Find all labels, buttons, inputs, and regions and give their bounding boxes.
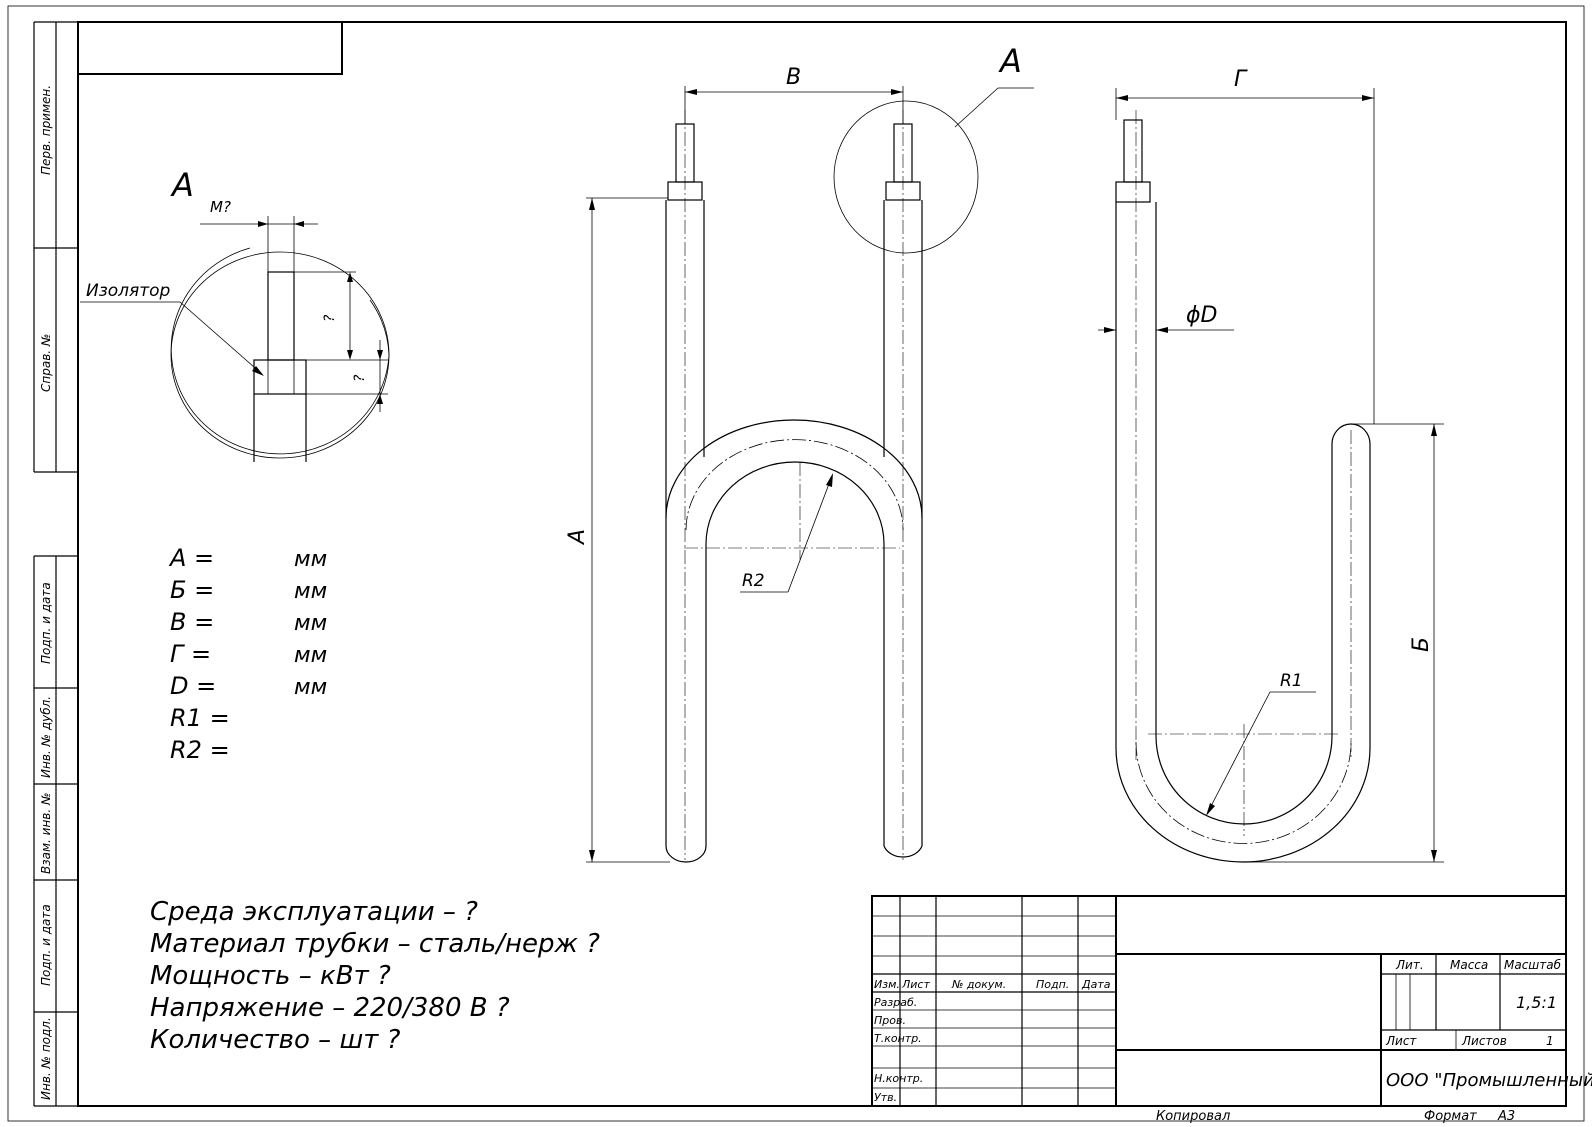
tb-nkontr: Н.контр.: [874, 1072, 923, 1085]
detail-pin: [267, 271, 295, 361]
top-stamp-box: [77, 21, 343, 75]
param-name-a: А =: [168, 544, 214, 572]
param-unit-b: мм: [294, 579, 327, 604]
tb-n-dokum: № докум.: [951, 978, 1006, 991]
param-unit-g: мм: [294, 643, 327, 668]
dim-a-label: А: [565, 529, 590, 546]
insulator-label: Изолятор: [86, 281, 171, 301]
radius-r2-label: R2: [742, 571, 765, 591]
side-strip: Перв. примен. Справ. № Подп. и дата Инв.…: [33, 21, 78, 1107]
tb-podp: Подп.: [1036, 978, 1069, 991]
detail-m-label: М?: [210, 198, 231, 216]
tb-tkontr: Т.контр.: [874, 1032, 922, 1045]
param-unit-d: мм: [294, 675, 327, 700]
sheet-border: [7, 5, 1585, 1122]
tb-prov: Пров.: [874, 1014, 906, 1027]
side-label-perv: Перв. примен.: [39, 85, 53, 175]
parameter-list: А = мм Б = мм В = мм Г = мм D = мм R1 = …: [168, 544, 327, 764]
callout-a-label: А: [998, 42, 1022, 80]
dim-g-label: Г: [1234, 67, 1248, 92]
param-name-g: Г =: [170, 640, 211, 668]
detail-a-title: А: [170, 166, 194, 204]
detail-dim1: ?: [322, 314, 338, 322]
note-voltage: Напряжение – 220/380 В ?: [150, 993, 510, 1023]
tb-listov-value: 1: [1546, 1034, 1554, 1048]
detail-circle: [170, 247, 390, 455]
tb-list: Лист: [901, 978, 930, 991]
param-name-d: D =: [170, 672, 216, 700]
drawing-frame: [77, 21, 1567, 1107]
tb-company: ООО "Промышленный ТЭН": [1386, 1070, 1592, 1091]
tb-razrab: Разраб.: [874, 996, 917, 1009]
side-label-dubl: Инв. № дубл.: [39, 696, 53, 778]
tb-izm: Изм.: [874, 978, 900, 991]
notes: Среда эксплуатации – ? Материал трубки –…: [150, 897, 600, 1055]
detail-insulator: [253, 359, 307, 395]
dim-v-label: В: [786, 65, 801, 90]
detail-dim2: ?: [352, 374, 368, 382]
param-unit-a: мм: [294, 547, 327, 572]
side-label-sprav: Справ. №: [39, 334, 53, 392]
tb-data: Дата: [1081, 978, 1111, 991]
param-name-r2: R2 =: [170, 736, 230, 764]
side-label-podl: Инв. № подл.: [39, 1017, 53, 1100]
param-name-r1: R1 =: [170, 704, 230, 732]
note-material: Материал трубки – сталь/нерж ?: [150, 929, 600, 959]
side-label-vzam: Взам. инв. №: [39, 793, 53, 874]
param-unit-v: мм: [294, 611, 327, 636]
heater-view-2: Г Б ϕD R1: [1098, 67, 1444, 863]
tb-masshtab: Масштаб: [1504, 958, 1562, 972]
radius-r1-label: R1: [1280, 671, 1303, 691]
note-quantity: Количество – шт ?: [150, 1025, 401, 1055]
footer-format-label: Формат: [1424, 1109, 1477, 1124]
param-name-v: В =: [170, 608, 214, 636]
footer-kopiroval: Копировал: [1156, 1109, 1230, 1124]
footer-format-value: А3: [1497, 1109, 1515, 1124]
tb-utv: Утв.: [874, 1091, 897, 1104]
side-label-podp2: Подп. и дата: [39, 904, 53, 986]
side-label-podp1: Подп. и дата: [39, 582, 53, 664]
note-environment: Среда эксплуатации – ?: [150, 897, 478, 927]
tb-lit: Лит.: [1395, 958, 1424, 972]
tb-scale-value: 1,5:1: [1516, 993, 1557, 1012]
tb-massa: Масса: [1450, 958, 1488, 972]
title-block: Изм. Лист № докум. Подп. Дата Разраб. Пр…: [871, 895, 1592, 1107]
tb-list2: Лист: [1385, 1034, 1417, 1048]
note-power: Мощность – кВт ?: [150, 961, 391, 991]
dim-b-label: Б: [1409, 637, 1434, 652]
diameter-d-label: ϕD: [1186, 303, 1217, 328]
heater-view-1: R2 А В А: [565, 42, 1034, 863]
tb-listov: Листов: [1461, 1034, 1507, 1048]
detail-a: А М? ? ? Изолятор: [80, 166, 390, 462]
param-name-b: Б =: [170, 576, 214, 604]
